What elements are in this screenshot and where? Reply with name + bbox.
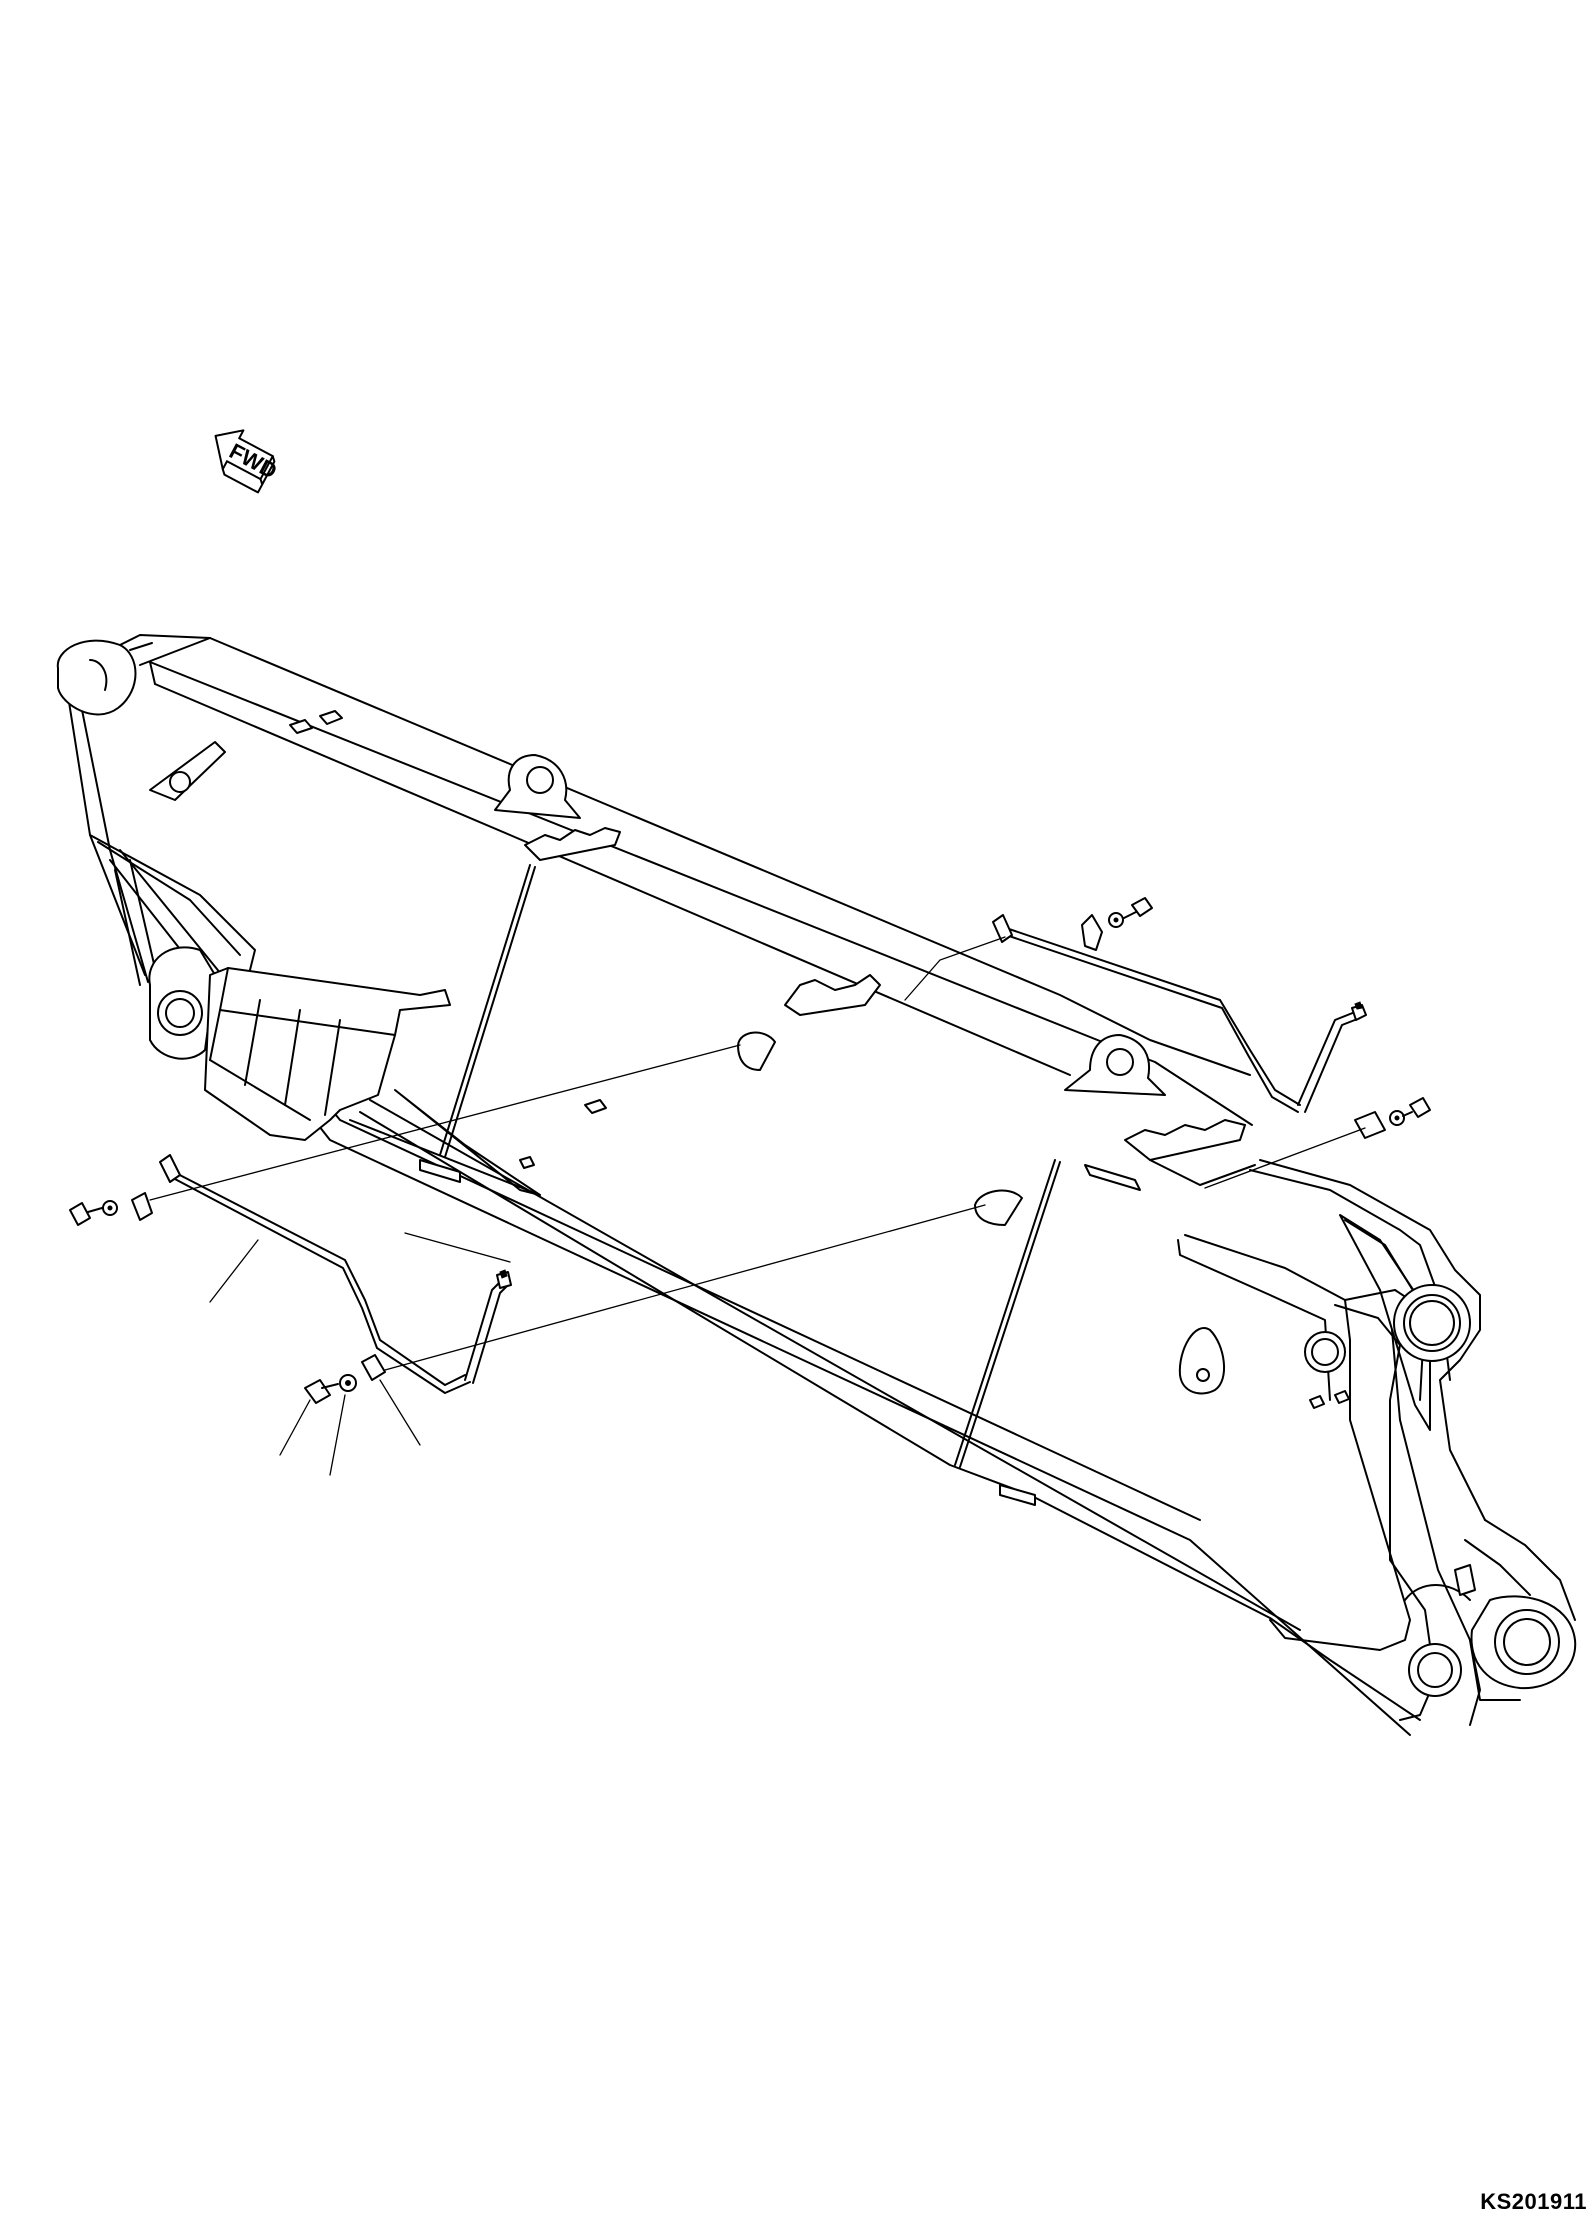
cylinder-bracket: [148, 946, 451, 1141]
bolt-icon: [1131, 897, 1153, 917]
bolt-icon: [304, 1379, 331, 1404]
bolt-icon: [69, 1202, 91, 1226]
boom: [56, 634, 1577, 1736]
grease-pipe-upper: [904, 897, 1431, 1189]
forward-arrow-icon: [214, 429, 274, 481]
top-bracket-1: [494, 754, 621, 861]
drawing-code: KS201911: [1480, 2189, 1587, 2214]
clamp-icon: [361, 1354, 386, 1381]
callout-leader: [379, 1379, 421, 1446]
clamp-icon: [131, 1192, 153, 1221]
clamp-icon: [1081, 914, 1103, 951]
pipe-fitting-icon: [159, 1154, 181, 1183]
boom-bottom-edge: [359, 1111, 1421, 1721]
foot-pin-boss: [56, 634, 211, 716]
callout-leader: [329, 1394, 346, 1476]
grease-pipe-lower: [69, 1044, 986, 1476]
fwd-direction-indicator: FWD: [214, 429, 281, 494]
top-bracket-2: [784, 974, 881, 1016]
pipe-fitting-icon: [992, 914, 1013, 943]
callout-leader: [279, 1399, 311, 1456]
top-bracket-3: [1064, 1034, 1256, 1186]
callout-leader: [209, 1239, 259, 1303]
arm-pin-boss: [1177, 1159, 1577, 1726]
